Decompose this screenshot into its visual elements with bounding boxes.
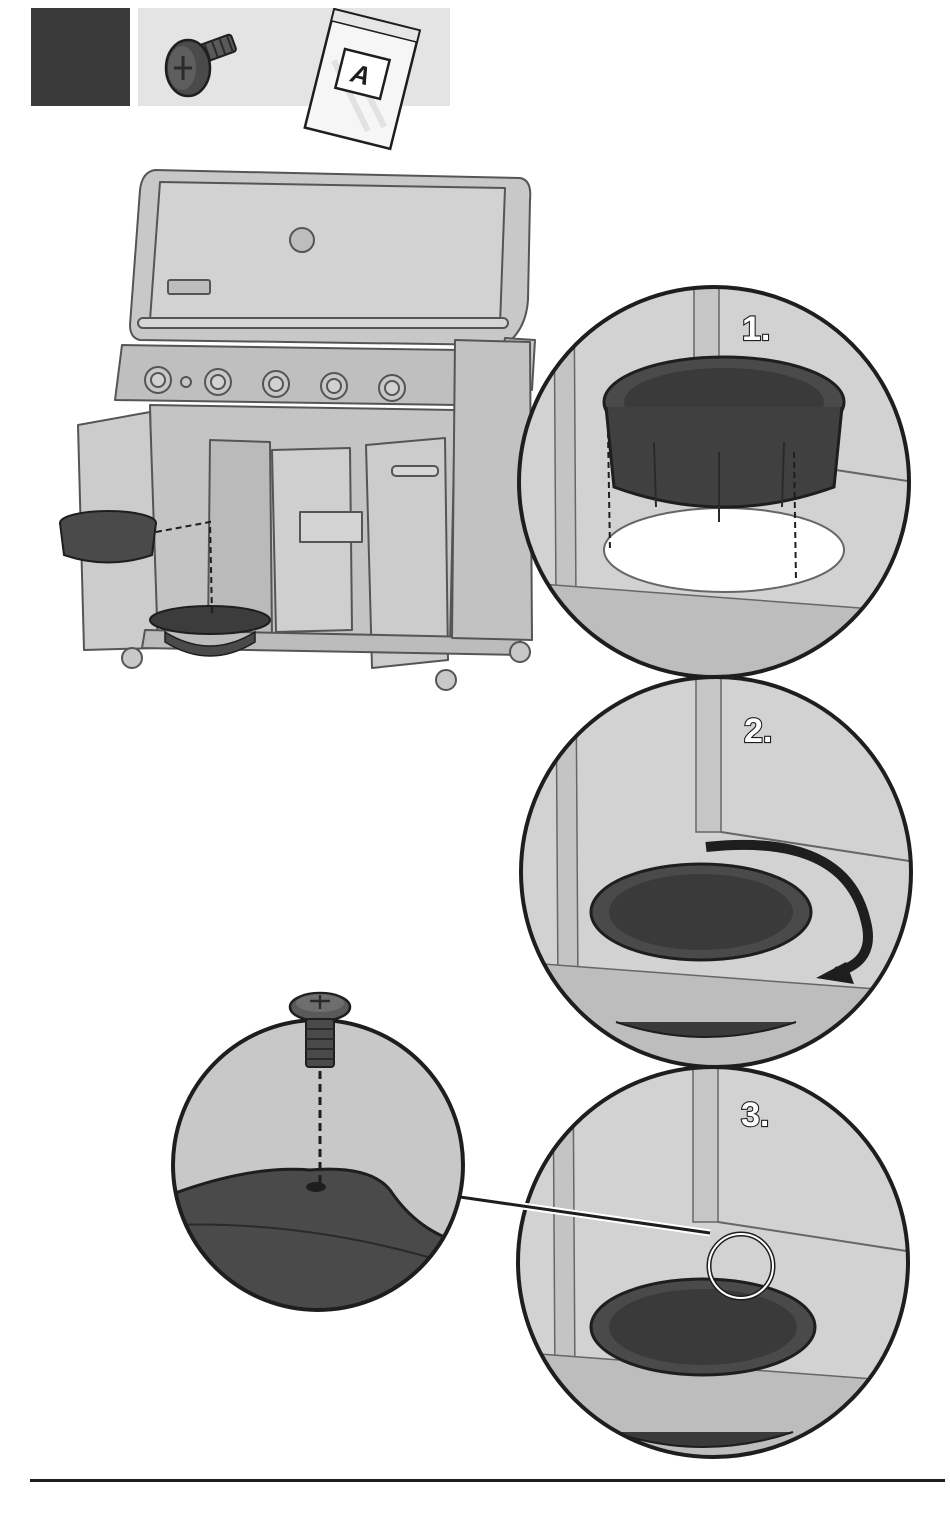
screw-icon [150, 16, 250, 106]
step-2-label: 2. [744, 712, 772, 750]
hardware-bag-icon: A [300, 8, 425, 153]
step-1-label: 1. [742, 310, 770, 348]
grill-illustration [50, 160, 550, 705]
bottom-divider [30, 1479, 945, 1482]
step-marker-block [31, 8, 130, 106]
step-3-label: 3. [741, 1096, 769, 1134]
screw-zoom-detail [170, 985, 730, 1320]
step-1-detail: 1. [514, 282, 914, 682]
